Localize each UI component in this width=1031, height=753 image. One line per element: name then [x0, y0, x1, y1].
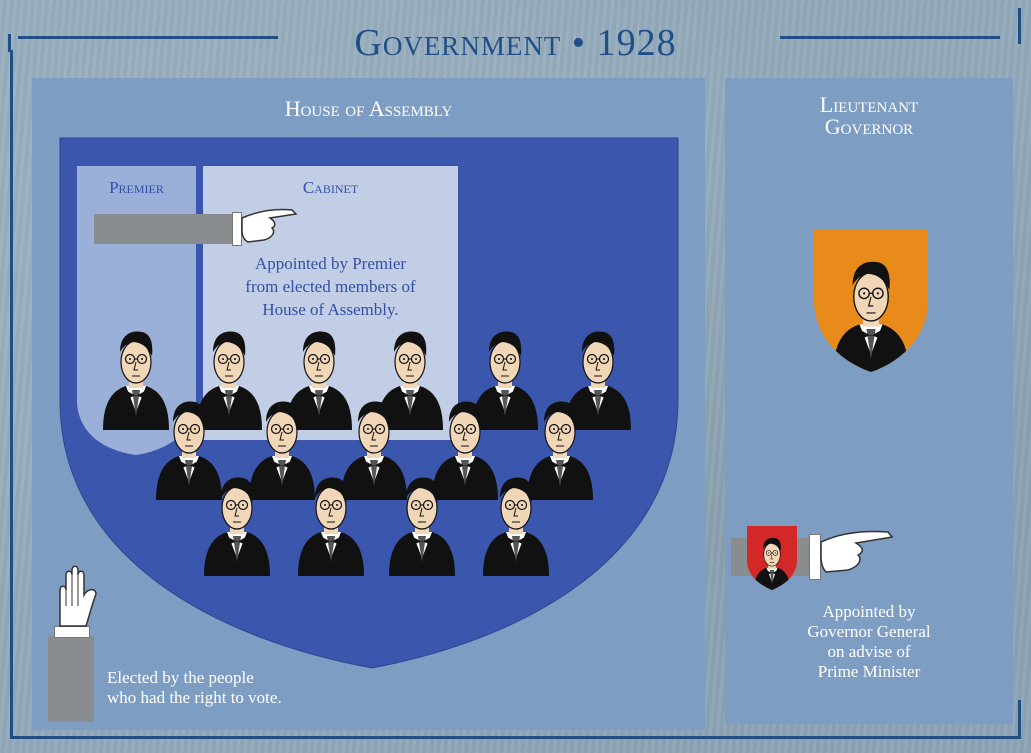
- appointment-line-4: Prime Minister: [817, 662, 921, 681]
- elected-note-line-2: who had the right to vote.: [107, 688, 282, 707]
- governor-title: Lieutenant Governor: [725, 94, 1013, 138]
- governor-appointment-note: Appointed by Governor General on advise …: [725, 602, 1013, 682]
- cabinet-note-line-2: from elected members of: [245, 277, 416, 296]
- frame-top-right: [780, 36, 1000, 39]
- elected-note: Elected by the people who had the right …: [107, 668, 427, 708]
- appointment-line-1: Appointed by: [822, 602, 916, 621]
- frame-right-top: [1018, 8, 1021, 44]
- premier-label: Premier: [109, 178, 164, 197]
- appointment-line-2: Governor General: [807, 622, 931, 641]
- cabinet-note-line-1: Appointed by Premier: [254, 254, 407, 273]
- voter-arm-sleeve: [48, 636, 94, 722]
- page-title: Government • 1928: [354, 22, 677, 64]
- governor-panel: [725, 78, 1013, 724]
- elected-note-line-1: Elected by the people: [107, 668, 254, 687]
- frame-bottom: [10, 736, 1020, 739]
- frame-bottom-left: [10, 710, 13, 739]
- governor-title-line-1: Lieutenant: [819, 92, 919, 117]
- assembly-title: House of Assembly: [284, 96, 453, 121]
- frame-top-left: [18, 36, 278, 39]
- frame-left: [10, 50, 13, 710]
- governor-title-line-2: Governor: [824, 114, 914, 139]
- cabinet-label: Cabinet: [302, 178, 359, 197]
- frame-bottom-right: [1018, 700, 1021, 739]
- frame-left-top: [8, 34, 11, 52]
- cabinet-note: Appointed by Premier from elected member…: [203, 252, 458, 321]
- cabinet-note-line-3: House of Assembly.: [262, 300, 399, 319]
- appointment-line-3: on advise of: [827, 642, 911, 661]
- premier-arm-sleeve: [94, 214, 232, 244]
